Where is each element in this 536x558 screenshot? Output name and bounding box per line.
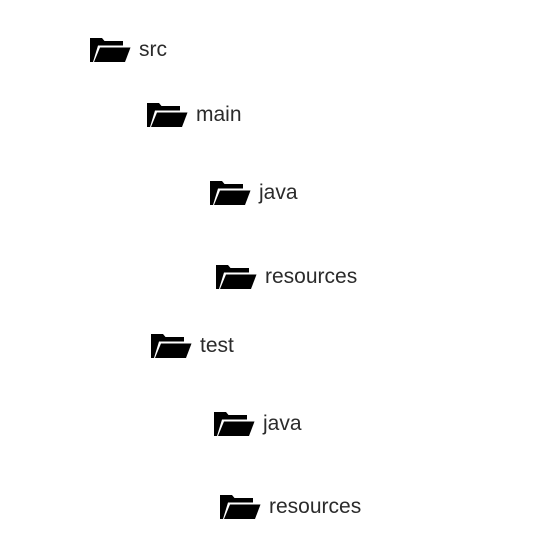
folder-open-icon: [146, 102, 188, 128]
tree-node-label: src: [139, 38, 167, 61]
tree-node-label: resources: [265, 265, 358, 288]
tree-node-label: test: [200, 334, 234, 357]
folder-open-icon: [150, 333, 192, 359]
folder-open-icon: [89, 37, 131, 63]
tree-node-main-resources[interactable]: resources: [215, 262, 357, 292]
tree-node-test[interactable]: test: [150, 331, 234, 361]
tree-node-main-java[interactable]: java: [209, 178, 298, 208]
tree-node-test-resources[interactable]: resources: [219, 492, 361, 522]
tree-node-label: java: [263, 412, 302, 435]
tree-node-src[interactable]: src: [89, 35, 167, 65]
tree-node-main[interactable]: main: [146, 100, 242, 130]
tree-node-label: java: [259, 181, 298, 204]
tree-node-label: main: [196, 103, 242, 126]
folder-open-icon: [215, 264, 257, 290]
tree-node-label: resources: [269, 495, 362, 518]
folder-open-icon: [219, 494, 261, 520]
folder-open-icon: [213, 411, 255, 437]
tree-node-test-java[interactable]: java: [213, 409, 302, 439]
folder-open-icon: [209, 180, 251, 206]
